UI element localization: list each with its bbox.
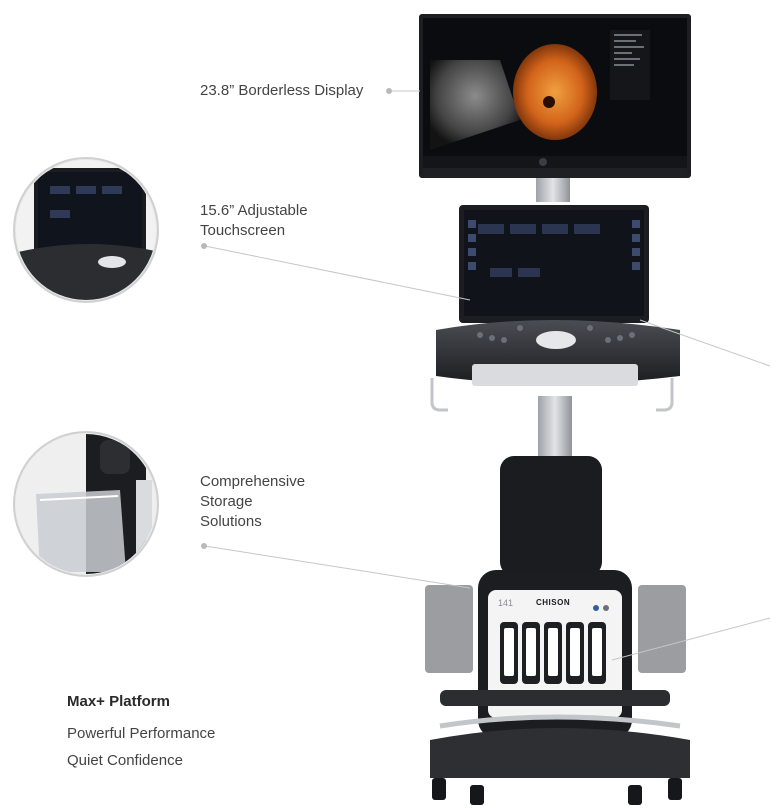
storage-zoom [13,431,159,577]
touchscreen [459,205,649,323]
display-label: 23.8” Borderless Display [200,82,364,99]
storage-label-line-3: Solutions [200,513,262,530]
device-brand: CHISON [536,598,571,607]
callout-lines [204,90,771,661]
touchscreen-callout-dot [201,243,207,249]
device-model: 141 [498,598,514,608]
wheel-base [430,714,690,805]
storage-label-line-2: Storage [200,493,253,510]
display-callout-dot [386,88,392,94]
main-monitor [419,14,691,178]
storage-callout-dot [201,543,207,549]
touchscreen-zoom [13,157,159,303]
column-body [500,456,602,576]
platform-line-1: Powerful Performance [67,725,216,742]
storage-label-line-1: Comprehensive [200,473,306,490]
side-holders [425,585,686,673]
support-arm [538,396,572,460]
control-panel [430,320,680,412]
platform-title: Max+ Platform [67,693,170,710]
touchscreen-label-line-2: Touchscreen [200,222,286,239]
monitor-neck [536,178,570,202]
touchscreen-label-line-1: 15.6” Adjustable [200,202,308,219]
base-console [440,570,670,738]
platform-line-2: Quiet Confidence [67,752,183,769]
